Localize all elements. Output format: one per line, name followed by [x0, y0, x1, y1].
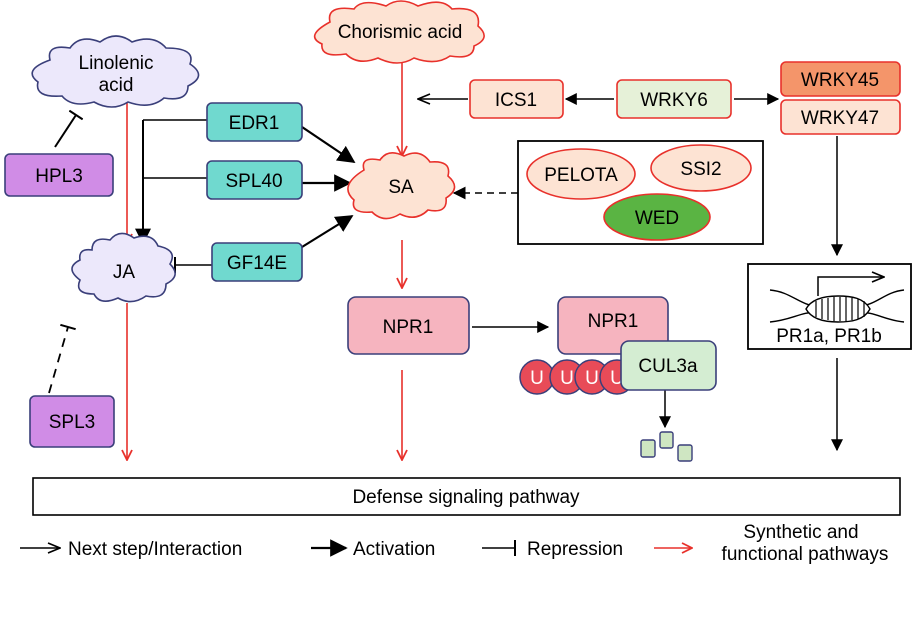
- node-sa: SA: [347, 152, 456, 220]
- hpl3-box: [4, 153, 114, 197]
- wrky45-label: WRKY45: [801, 70, 879, 91]
- fragment: [640, 439, 656, 458]
- defense-pathway-bar: Defense signaling pathway: [32, 477, 901, 516]
- node-hpl3: HPL3: [4, 153, 114, 197]
- node-gf14e: GF14E: [211, 242, 303, 282]
- ssi2-ellipse: [650, 144, 752, 192]
- legend-repression-label: Repression: [527, 539, 623, 560]
- node-wrky47: WRKY47: [780, 99, 901, 135]
- edge-spl3-represses-ja: [48, 323, 76, 394]
- node-ja: JA: [71, 232, 176, 303]
- ubiquitin-label: U: [560, 368, 574, 389]
- wed-label: WED: [635, 208, 679, 229]
- ssi2-label: SSI2: [680, 159, 721, 180]
- linolenic-acid-label-line1: Linolenic: [79, 53, 154, 74]
- sa-label: SA: [388, 177, 414, 198]
- linolenic-acid-label-line2: acid: [99, 75, 134, 96]
- hpl3-label: HPL3: [35, 166, 83, 187]
- dna-rungs: [815, 297, 865, 321]
- node-edr1: EDR1: [206, 102, 303, 142]
- gf14e-box: [211, 242, 303, 282]
- chorismic-acid-label: Chorismic acid: [338, 22, 463, 43]
- spl3-label: SPL3: [49, 412, 95, 433]
- node-complex-box: PELOTA SSI2 WED: [517, 140, 764, 245]
- node-spl3: SPL3: [29, 395, 115, 448]
- fragment: [659, 431, 674, 449]
- npr1-left-box: [347, 296, 470, 355]
- pelota-ellipse: [526, 148, 636, 200]
- wrky6-box: [616, 79, 732, 119]
- ics1-box: [469, 79, 564, 119]
- cloud-shape: [313, 0, 485, 64]
- pr1-genes-label: PR1a, PR1b: [776, 326, 882, 347]
- legend-activation: Activation: [311, 539, 435, 560]
- wrky47-label: WRKY47: [801, 108, 879, 129]
- legend-next-step: Next step/Interaction: [20, 539, 242, 560]
- node-wrky45: WRKY45: [780, 61, 901, 97]
- npr1-right-label: NPR1: [588, 311, 639, 332]
- fragment: [677, 444, 693, 462]
- ics1-label: ICS1: [495, 90, 537, 111]
- degraded-fragments-icon: [640, 431, 693, 462]
- wrky6-label: WRKY6: [640, 90, 708, 111]
- cloud-shape: [71, 232, 176, 303]
- cul3a-label: CUL3a: [638, 356, 698, 377]
- edge-gf14e-to-sa: [301, 215, 354, 248]
- ubiquitin-chain: U U U U: [519, 359, 635, 395]
- legend-activation-label: Activation: [353, 539, 435, 560]
- node-pr1-genes: PR1a, PR1b: [747, 263, 912, 350]
- legend-synthetic: Synthetic and functional pathways: [654, 522, 888, 565]
- node-wrky6: WRKY6: [616, 79, 732, 119]
- node-npr1-right: NPR1: [557, 296, 669, 355]
- transcription-start-arrow: [817, 277, 884, 296]
- pelota-label: PELOTA: [544, 165, 618, 186]
- ja-label: JA: [113, 262, 136, 283]
- npr1-right-box: [557, 296, 669, 355]
- spl3-box: [29, 395, 115, 448]
- wed-ellipse: [603, 193, 711, 241]
- wrky45-box: [780, 61, 901, 97]
- legend-synthetic-label-line1: Synthetic and: [743, 522, 858, 543]
- edge-edr1-to-sa: [301, 126, 356, 163]
- legend-repression: Repression: [482, 539, 623, 560]
- ubiquitin-label: U: [530, 368, 544, 389]
- legend: Next step/Interaction Activation Repress…: [20, 522, 888, 565]
- cloud-shape: [31, 35, 200, 108]
- node-cul3a: CUL3a: [620, 340, 717, 391]
- node-ics1: ICS1: [469, 79, 564, 119]
- node-npr1-left: NPR1: [347, 296, 470, 355]
- node-chorismic-acid: Chorismic acid: [313, 0, 485, 64]
- wrky47-box: [780, 99, 901, 135]
- defense-label: Defense signaling pathway: [352, 487, 580, 508]
- npr1-left-label: NPR1: [383, 317, 434, 338]
- gf14e-label: GF14E: [227, 253, 287, 274]
- legend-next-step-label: Next step/Interaction: [68, 539, 242, 560]
- defense-box: [32, 477, 901, 516]
- ubiquitin-label: U: [585, 368, 599, 389]
- legend-synthetic-label-line2: functional pathways: [722, 544, 889, 565]
- cloud-shape: [347, 152, 456, 220]
- cul3a-box: [620, 340, 717, 391]
- spl40-box: [206, 160, 303, 200]
- edges: [48, 60, 843, 460]
- edge-hpl3-represses-linolenic: [54, 109, 84, 148]
- node-spl40: SPL40: [206, 160, 303, 200]
- edr1-label: EDR1: [229, 113, 280, 134]
- ubiquitin-1: U: [519, 359, 555, 395]
- node-linolenic-acid: Linolenic acid: [31, 35, 200, 108]
- spl40-label: SPL40: [225, 171, 282, 192]
- edr1-box: [206, 102, 303, 142]
- ubiquitin-3: U: [574, 359, 610, 395]
